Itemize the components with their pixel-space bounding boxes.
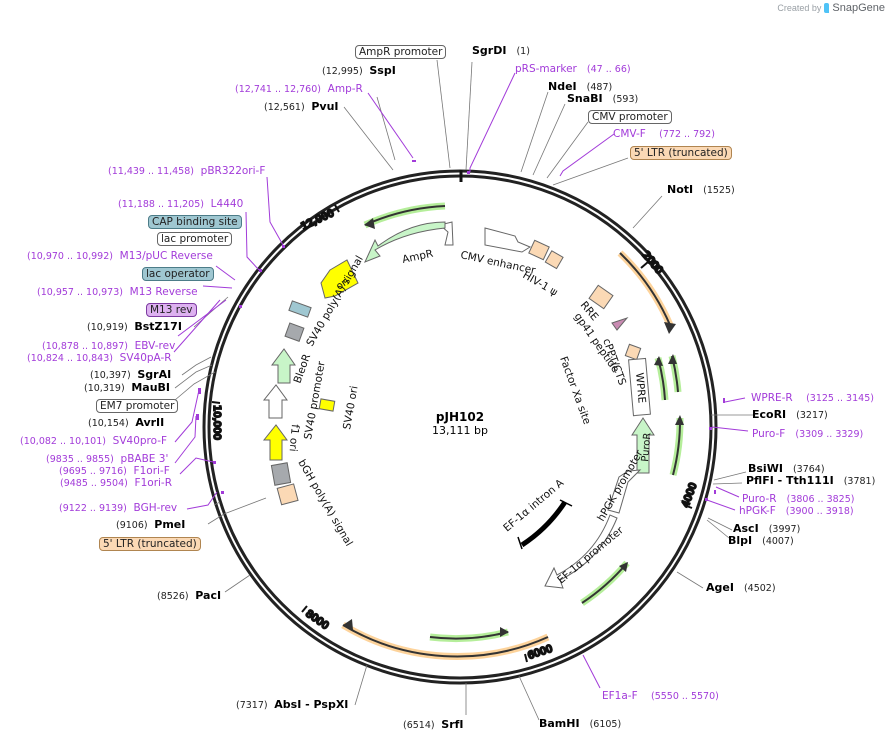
primer-ef1a-f[interactable]: EF1a-F (5550 .. 5570) xyxy=(602,690,719,702)
site-sgrdi[interactable]: SgrDI (1) xyxy=(472,44,530,58)
primer-bgh-rev[interactable]: (9122 .. 9139) BGH-rev xyxy=(59,502,178,514)
site-pvui[interactable]: (12,561) PvuI xyxy=(264,100,339,114)
label-hiv-psi: HIV-1 ψ xyxy=(521,269,560,299)
feature-5-ltr-truncated-right[interactable]: 5' LTR (truncated) xyxy=(630,146,732,160)
puror-arrow xyxy=(631,417,655,474)
primer-cmv-f[interactable]: CMV-F (772 .. 792) xyxy=(613,128,715,140)
primer-pbabe-3[interactable]: (9835 .. 9855) pBABE 3' xyxy=(46,453,169,465)
label-bleor: BleoR xyxy=(292,352,314,385)
tick-2000: 2000 xyxy=(640,250,665,277)
tick-8000: 8000 xyxy=(303,608,330,632)
orf-arcs xyxy=(341,202,684,661)
ef1a-promoter-arrow xyxy=(544,514,618,589)
ori-arrow xyxy=(320,259,359,299)
primer-ebv-rev[interactable]: (10,878 .. 10,897) EBV-rev xyxy=(42,340,176,352)
site-blpi[interactable]: BlpI (4007) xyxy=(728,534,794,548)
gp41-shape xyxy=(611,316,629,331)
feature-em7-promoter[interactable]: EM7 promoter xyxy=(96,399,179,413)
ef1a-intron-bar xyxy=(520,500,568,548)
site-paci[interactable]: (8526) PacI xyxy=(157,589,222,603)
tick-12000: 12,000 xyxy=(300,208,336,233)
label-puror: PuroR xyxy=(640,432,654,462)
snapgene-logo-icon xyxy=(824,3,830,13)
site-sgrai[interactable]: (10,397) SgrAI xyxy=(90,368,172,382)
site-avrii[interactable]: (10,154) AvrII xyxy=(88,416,165,430)
site-asci[interactable]: AscI (3997) xyxy=(733,522,801,536)
primer-markers xyxy=(196,160,725,501)
primer-f1ori-r[interactable]: (9485 .. 9504) F1ori-R xyxy=(60,477,173,489)
primer-sv40pro-f[interactable]: (10,082 .. 10,101) SV40pro-F xyxy=(20,435,168,447)
feature-cap-binding-site[interactable]: CAP binding site xyxy=(148,215,242,229)
site-bamhi[interactable]: BamHI (6105) xyxy=(539,717,622,731)
site-pflfi-tth111i[interactable]: PflFI - Tth111I (3781) xyxy=(746,474,876,488)
label-sv40-ori: SV40 ori xyxy=(341,385,360,431)
plasmid-name: pJH102 xyxy=(435,410,485,424)
site-noti[interactable]: NotI (1525) xyxy=(667,183,735,197)
credit-brand: SnapGene xyxy=(832,2,885,14)
label-ef1a-intron: EF-1α intron A xyxy=(501,477,567,535)
site-sspi[interactable]: (12,995) SspI xyxy=(322,64,396,78)
site-bsiwi[interactable]: BsiWI (3764) xyxy=(748,462,825,476)
site-ecori[interactable]: EcoRI (3217) xyxy=(752,408,828,422)
tick-10000: 10,000 xyxy=(211,405,222,440)
primer-m13-puc-reverse[interactable]: (10,970 .. 10,992) M13/pUC Reverse xyxy=(27,250,213,262)
label-wpre: WPRE xyxy=(633,372,648,404)
site-agei[interactable]: AgeI (4502) xyxy=(706,581,776,595)
primer-l4440[interactable]: (11,188 .. 11,205) L4440 xyxy=(118,198,244,210)
primer-prs-marker[interactable]: pRS-marker (47 .. 66) xyxy=(515,63,631,75)
hpgk-arrow xyxy=(607,469,642,514)
sv40-promoter-arrow xyxy=(262,384,288,419)
primer-sv40pa-r[interactable]: (10,824 .. 10,843) SV40pA-R xyxy=(27,352,172,364)
primer-f1ori-f[interactable]: (9695 .. 9716) F1ori-F xyxy=(59,465,170,477)
primer-leaders xyxy=(173,72,749,689)
credit-prefix: Created by xyxy=(777,3,822,13)
label-f1-ori: f1 ori xyxy=(287,424,301,452)
site-bstz17i[interactable]: (10,919) BstZ17I xyxy=(87,320,182,334)
plasmid-length: 13,111 bp xyxy=(432,424,488,437)
feature-m13-rev[interactable]: M13 rev xyxy=(146,303,197,317)
site-pmei[interactable]: (9106) PmeI xyxy=(116,518,186,532)
primer-puro-r[interactable]: Puro-R (3806 .. 3825) xyxy=(742,493,855,505)
tick-4000: 4000 xyxy=(680,481,699,509)
primer-wpre-r[interactable]: WPRE-R (3125 .. 3145) xyxy=(751,392,874,404)
ampr-arrow xyxy=(364,221,446,263)
bleor-arrow xyxy=(271,348,296,384)
primer-pbr322ori-f[interactable]: (11,439 .. 11,458) pBR322ori-F xyxy=(108,165,266,177)
label-hpgk: hPGK promoter xyxy=(595,448,646,524)
snapgene-credit: Created by SnapGene xyxy=(777,2,885,14)
primer-m13-reverse[interactable]: (10,957 .. 10,973) M13 Reverse xyxy=(37,286,198,298)
cmv-enhancer-arrow xyxy=(484,227,532,253)
site-maubi[interactable]: (10,319) MauBI xyxy=(84,381,171,395)
primer-hpgk-f[interactable]: hPGK-F (3900 .. 3918) xyxy=(739,505,854,517)
feature-ampr-promoter[interactable]: AmpR promoter xyxy=(355,45,447,59)
site-snabi[interactable]: SnaBI (593) xyxy=(567,92,639,106)
label-factor-xa: Factor Xa site xyxy=(557,355,593,426)
primer-amp-r[interactable]: (12,741 .. 12,760) Amp-R xyxy=(235,83,363,95)
label-ampr: AmpR xyxy=(401,248,434,266)
feature-lac-operator[interactable]: lac operator xyxy=(142,267,214,281)
site-ndei[interactable]: NdeI (487) xyxy=(548,80,613,94)
feature-cmv-promoter[interactable]: CMV promoter xyxy=(588,110,672,124)
f1-ori-arrow xyxy=(262,424,288,461)
feature-lac-promoter[interactable]: lac promoter xyxy=(157,232,233,246)
primer-puro-f[interactable]: Puro-F (3309 .. 3329) xyxy=(752,428,864,440)
feature-5-ltr-truncated-left[interactable]: 5' LTR (truncated) xyxy=(99,537,201,551)
label-bgh-polya: bGH poly(A) signal xyxy=(295,458,354,549)
inner-features xyxy=(262,221,655,589)
site-srfi[interactable]: (6514) SrfI xyxy=(403,718,464,732)
site-leaders xyxy=(174,59,754,721)
site-absi-pspxi[interactable]: (7317) AbsI - PspXI xyxy=(236,698,349,712)
